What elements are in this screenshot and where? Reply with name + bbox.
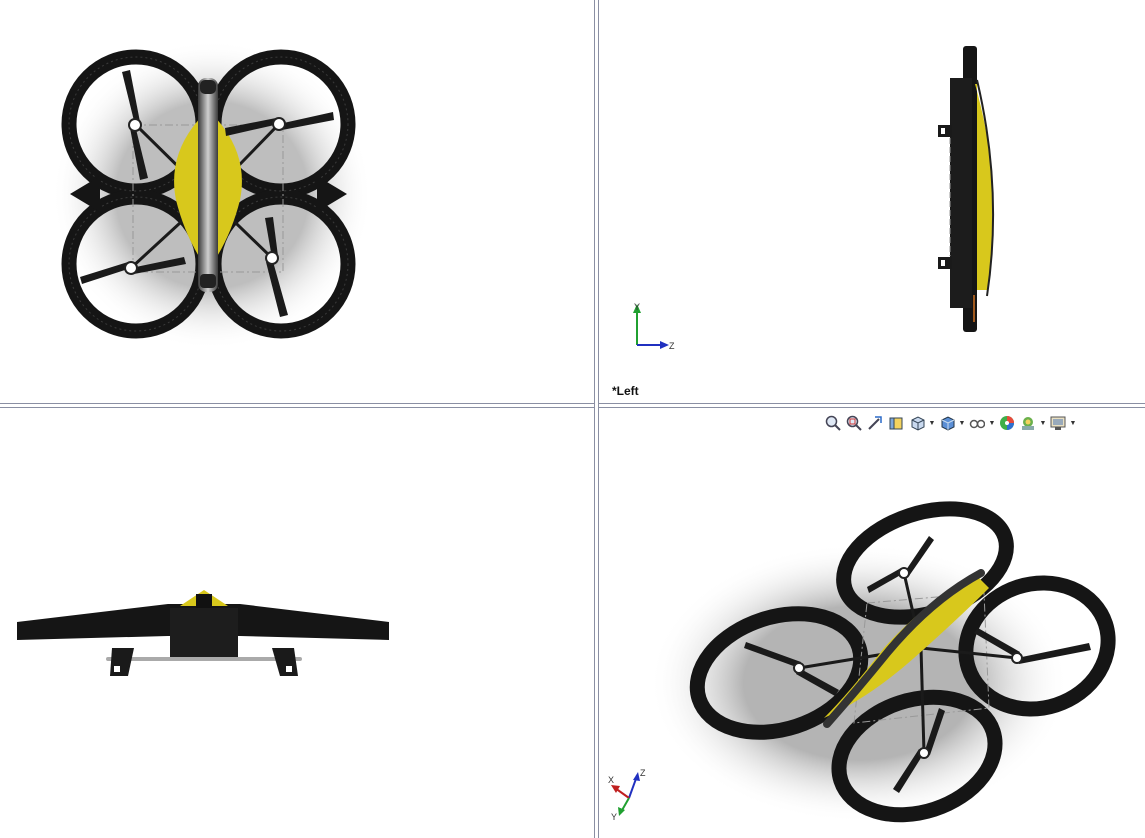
apply-scene-icon[interactable] xyxy=(1018,413,1038,433)
view-orientation-dropdown[interactable]: ▼ xyxy=(928,419,936,427)
axis-y-label: Y xyxy=(611,812,617,822)
quadcopter-isometric-view xyxy=(649,501,1116,823)
view-settings-icon[interactable] xyxy=(1048,413,1068,433)
section-view-icon[interactable] xyxy=(886,413,906,433)
axis-x-label: X xyxy=(608,775,614,785)
view-name-label: *Left xyxy=(612,384,639,398)
vertical-viewport-splitter[interactable] xyxy=(594,0,599,838)
hide-show-items-dropdown[interactable]: ▼ xyxy=(988,419,996,427)
zoom-to-fit-icon[interactable] xyxy=(823,413,843,433)
edit-appearance-icon[interactable] xyxy=(997,413,1017,433)
view-orientation-icon[interactable] xyxy=(907,413,927,433)
horizontal-viewport-splitter[interactable] xyxy=(0,403,1145,408)
display-style-icon[interactable] xyxy=(937,413,957,433)
axis-z-label: Z xyxy=(669,341,675,351)
axis-y-label: Y xyxy=(634,302,640,312)
quadcopter-top-view xyxy=(52,40,372,350)
axis-z-label: Z xyxy=(640,768,646,778)
front-viewport[interactable] xyxy=(0,408,594,838)
top-viewport[interactable] xyxy=(0,0,594,403)
quadcopter-front-view xyxy=(17,590,389,676)
view-settings-dropdown[interactable]: ▼ xyxy=(1069,419,1077,427)
heads-up-view-toolbar: ▼ ▼ ▼ ▼ ▼ xyxy=(823,413,1077,433)
quadcopter-left-view xyxy=(938,46,995,332)
previous-view-icon[interactable] xyxy=(865,413,885,433)
axis-triad-left: Y Z xyxy=(633,302,675,351)
apply-scene-dropdown[interactable]: ▼ xyxy=(1039,419,1047,427)
display-style-dropdown[interactable]: ▼ xyxy=(958,419,966,427)
isometric-viewport[interactable]: ▼ ▼ ▼ ▼ ▼ xyxy=(599,408,1145,838)
axis-triad-isometric: Z X Y xyxy=(608,768,646,822)
hide-show-items-icon[interactable] xyxy=(967,413,987,433)
left-viewport[interactable]: Y Z *Left xyxy=(599,0,1145,403)
zoom-to-area-icon[interactable] xyxy=(844,413,864,433)
